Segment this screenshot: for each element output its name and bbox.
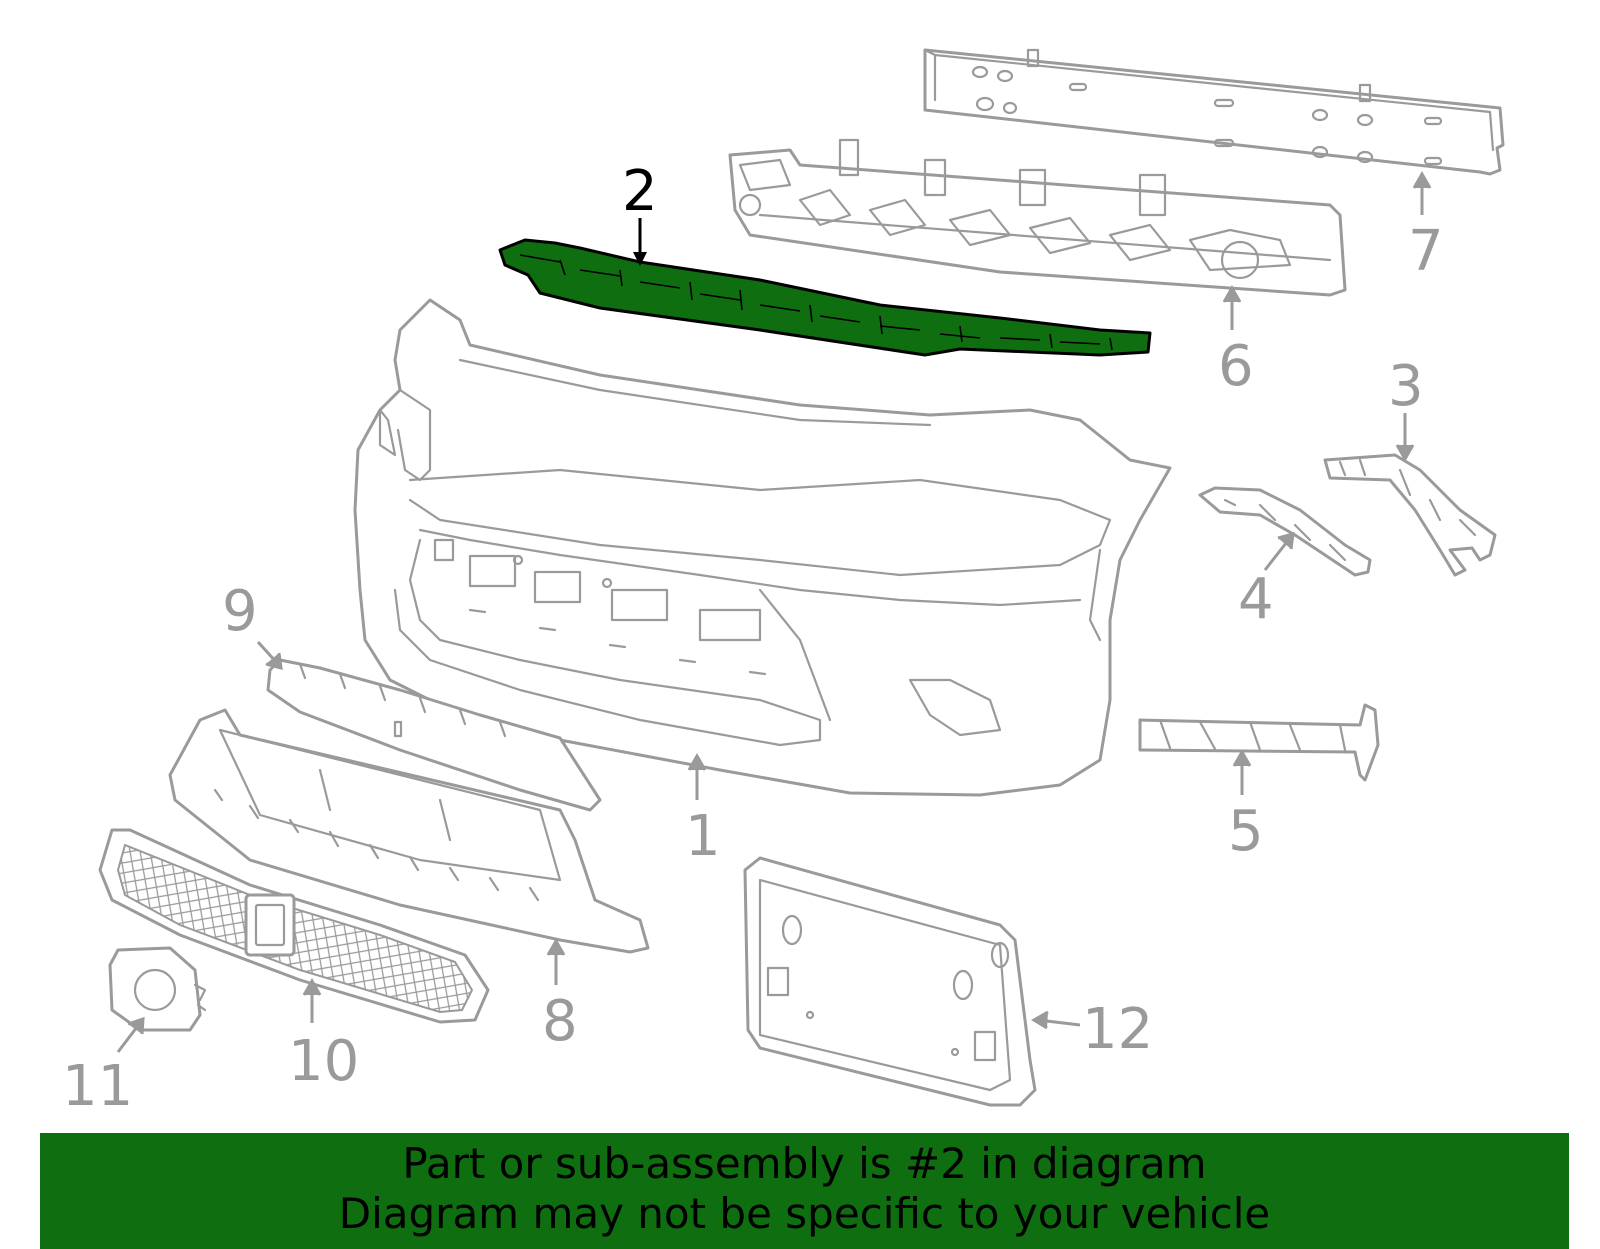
callout-6: 6 [1218,334,1254,399]
part-4-bracket[interactable] [1198,486,1372,577]
part-1-bumper-fascia[interactable] [353,298,1172,797]
callout-12: 12 [1082,997,1153,1062]
callout-numbers: 1 2 3 4 5 6 7 8 9 10 11 12 [62,159,1444,1119]
callout-8: 8 [542,989,578,1054]
callout-4: 4 [1238,567,1274,632]
parts-diagram: 1 2 3 4 5 6 7 8 9 10 11 12 [62,48,1505,1119]
callout-5: 5 [1228,799,1264,864]
info-banner: Part or sub-assembly is #2 in diagram Di… [40,1133,1569,1249]
part-5-bracket[interactable] [1138,703,1380,782]
callout-7: 7 [1408,219,1444,284]
callout-10: 10 [288,1029,359,1094]
part-11-tow-hook-cover[interactable] [108,946,207,1032]
part-7-reinforcement-bar[interactable] [923,48,1505,176]
callout-2: 2 [622,159,658,224]
callout-1: 1 [685,804,721,869]
part-12-license-plate-bracket[interactable] [743,856,1037,1107]
callout-3: 3 [1388,354,1424,419]
callout-11: 11 [62,1054,133,1119]
part-2-air-deflector-highlighted[interactable] [498,238,1152,357]
part-10-mesh-grille[interactable] [98,828,490,1024]
leader-lines [116,170,1432,1053]
banner-line-2: Diagram may not be specific to your vehi… [338,1189,1271,1238]
part-8-grille-frame[interactable] [168,708,650,954]
banner-line-1: Part or sub-assembly is #2 in diagram [402,1139,1207,1188]
part-9-grille-trim[interactable] [266,658,602,812]
part-6-energy-absorber[interactable] [728,138,1347,297]
part-3-bracket[interactable] [1323,453,1497,577]
callout-9: 9 [222,579,258,644]
